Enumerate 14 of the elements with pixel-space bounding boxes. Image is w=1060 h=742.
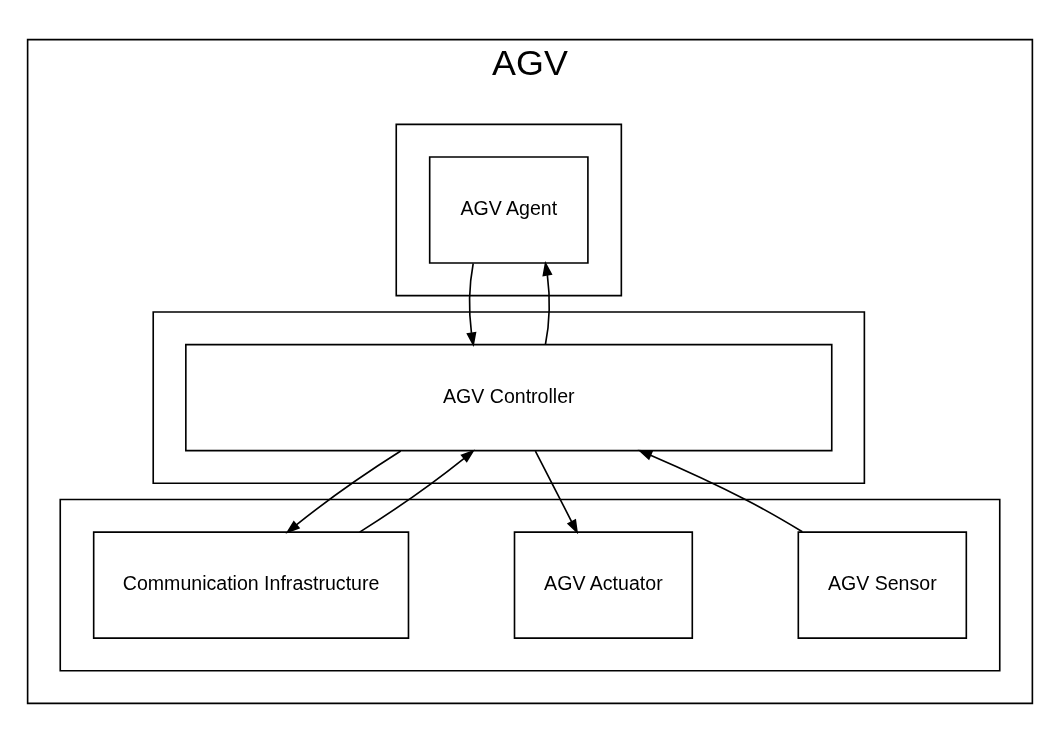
node-box: AGV Sensor: [797, 530, 968, 639]
node-box: AGV Controller: [185, 343, 833, 451]
arrow: [637, 449, 804, 533]
cluster: [395, 123, 623, 296]
cluster: [152, 310, 866, 484]
arrow: [466, 262, 477, 347]
arrow: [285, 449, 402, 534]
arrow: [358, 449, 475, 533]
arrow: [542, 260, 553, 345]
node-box: Communication Infrastructure: [92, 530, 410, 639]
node-box: AGV Agent: [428, 155, 589, 264]
node-box: AGV Actuator: [513, 530, 694, 639]
arrow: [534, 449, 579, 534]
cluster: [59, 498, 1001, 672]
